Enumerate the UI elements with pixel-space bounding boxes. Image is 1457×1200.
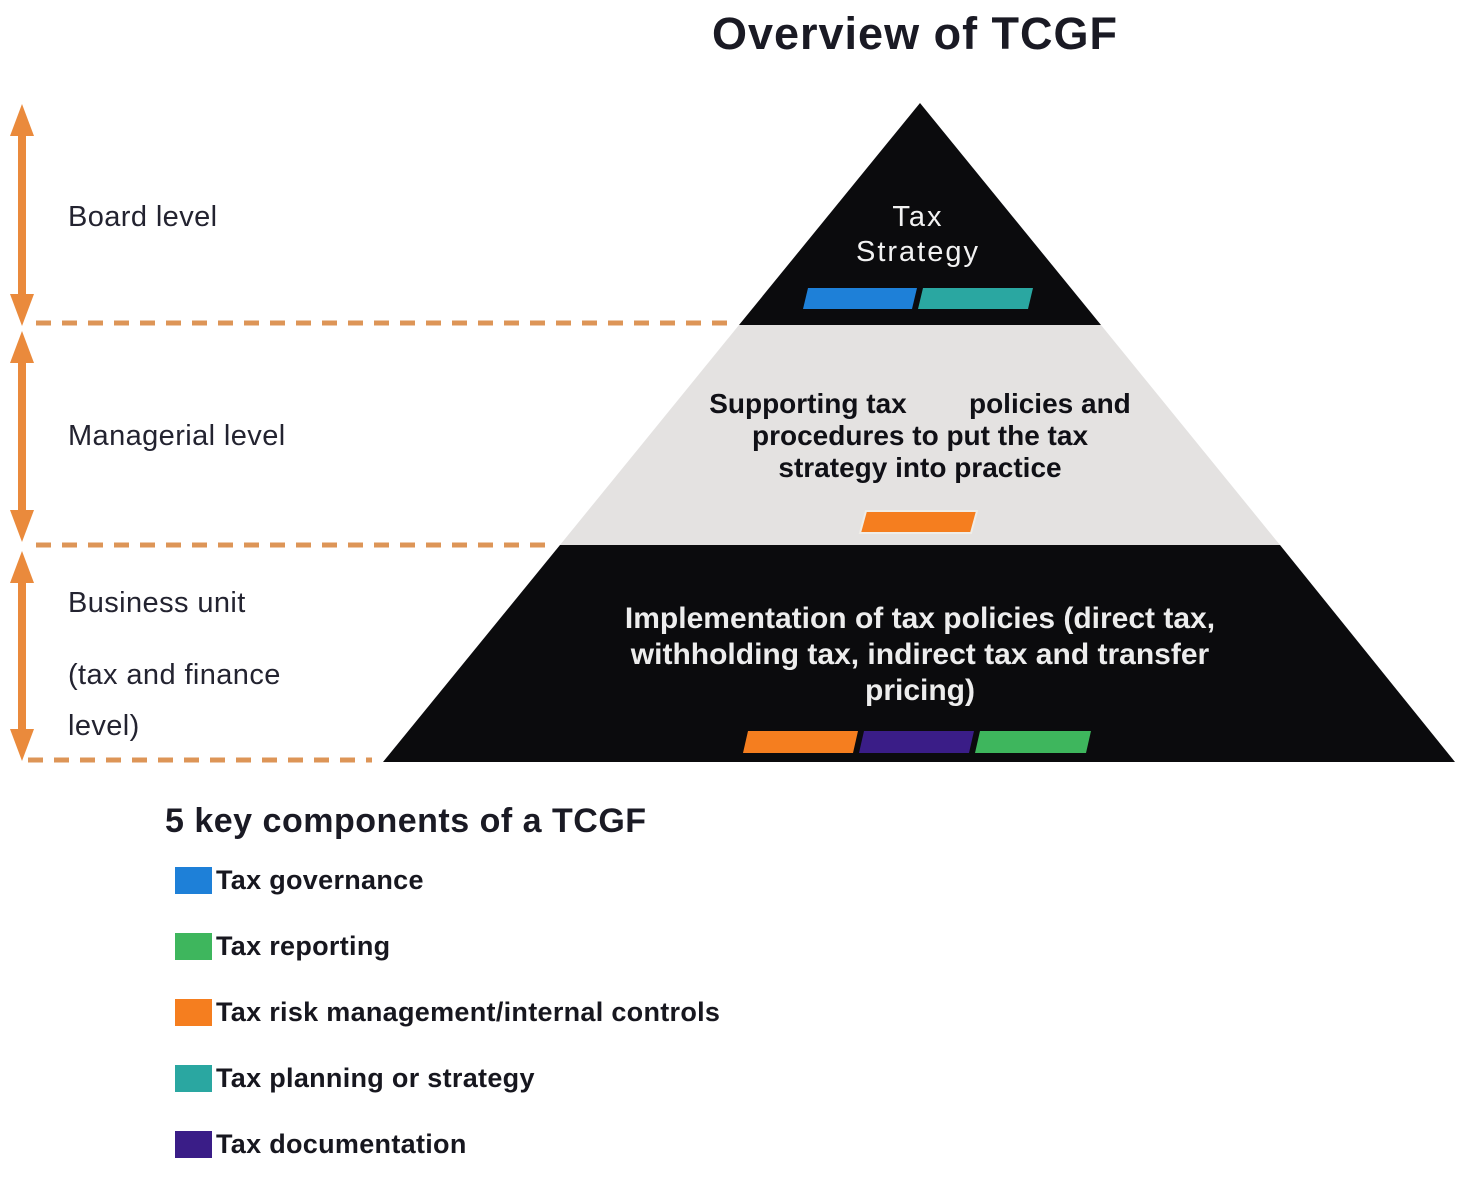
tax-documentation-swatch-icon — [175, 1130, 212, 1158]
tax-planning-swatch-icon — [175, 1064, 212, 1092]
tax-documentation-bar — [859, 731, 974, 753]
legend-item-tax-documentation: Tax documentation — [175, 1128, 720, 1159]
tax-risk-management-bar-business — [743, 731, 858, 753]
business-section-text: Implementation of tax policies (direct t… — [624, 602, 1216, 707]
legend-item-tax-governance: Tax governance — [175, 864, 720, 895]
legend-item-tax-planning: Tax planning or strategy — [175, 1062, 720, 1093]
tax-governance-bar — [803, 288, 917, 309]
legend-item-label: Tax reporting — [216, 930, 391, 961]
business-level-range-arrow-icon — [10, 551, 34, 761]
legend-item-label: Tax documentation — [216, 1128, 467, 1159]
tax-planning-bar — [918, 288, 1033, 309]
pyramid-board-section — [739, 103, 1101, 325]
board-level-label: Board level — [68, 201, 218, 233]
legend: Tax governance Tax reporting Tax risk ma… — [175, 864, 721, 1159]
tax-reporting-swatch-icon — [175, 932, 212, 960]
business-unit-sublabel: (tax and finance level) — [68, 659, 281, 742]
tax-risk-management-bar-managerial — [858, 510, 979, 534]
pyramid-managerial-section — [560, 325, 1280, 545]
board-section-text: Tax Strategy — [856, 201, 980, 268]
legend-item-label: Tax planning or strategy — [216, 1062, 535, 1093]
managerial-level-range-arrow-icon — [10, 331, 34, 542]
legend-title: 5 key components of a TCGF — [165, 802, 647, 840]
board-level-range-arrow-icon — [10, 104, 34, 326]
tax-risk-management-swatch-icon — [175, 998, 212, 1026]
legend-item-label: Tax risk management/internal controls — [216, 996, 721, 1027]
legend-item-label: Tax governance — [216, 864, 424, 895]
business-unit-label: Business unit — [68, 587, 246, 619]
tax-reporting-bar — [975, 731, 1091, 753]
managerial-level-label: Managerial level — [68, 420, 286, 452]
legend-item-tax-risk-management: Tax risk management/internal controls — [175, 996, 721, 1027]
managerial-section-text: Supporting tax policies and procedures t… — [709, 388, 1131, 483]
pyramid-business-section — [383, 545, 1455, 762]
legend-item-tax-reporting: Tax reporting — [175, 930, 720, 961]
tax-governance-swatch-icon — [175, 866, 212, 894]
page-title: Overview of TCGF — [711, 8, 1119, 59]
